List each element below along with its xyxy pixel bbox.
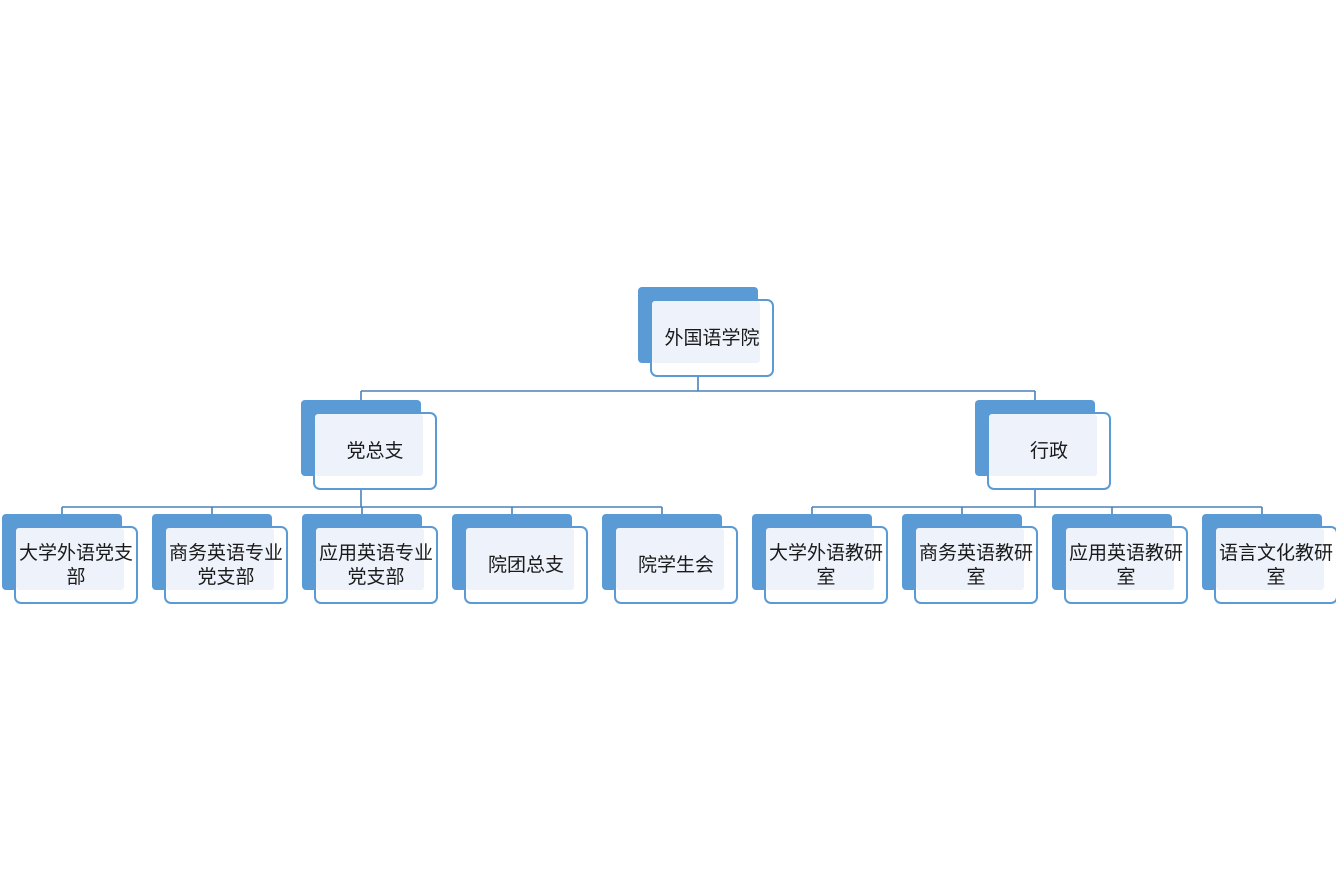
node-inner-panel: [316, 528, 424, 590]
node-leaf-0-1: 商务英语专业党支部: [152, 514, 288, 604]
node-inner-panel: [616, 528, 724, 590]
node-leaf-0-2: 应用英语专业党支部: [302, 514, 438, 604]
node-label: 应用英语教研室: [1068, 542, 1183, 588]
node-label: 应用英语专业党支部: [318, 542, 433, 588]
node-level1-1: 行政: [975, 400, 1111, 490]
node-label: 语言文化教研室: [1218, 542, 1333, 588]
node-leaf-1-2: 应用英语教研室: [1052, 514, 1188, 604]
node-inner-panel: [1066, 528, 1174, 590]
node-label: 大学外语教研室: [768, 542, 883, 588]
node-label: 外国语学院: [664, 327, 760, 349]
node-label: 商务英语专业党支部: [168, 542, 283, 588]
node-label: 大学外语党支部: [18, 542, 133, 588]
node-label: 商务英语教研室: [918, 542, 1033, 588]
node-leaf-0-3: 院团总支: [452, 514, 588, 604]
node-leaf-0-0: 大学外语党支部: [2, 514, 138, 604]
node-leaf-0-4: 院学生会: [602, 514, 738, 604]
node-inner-panel: [16, 528, 124, 590]
node-label: 院团总支: [487, 554, 564, 576]
node-inner-panel: [916, 528, 1024, 590]
node-label: 院学生会: [637, 554, 714, 576]
node-leaf-1-3: 语言文化教研室: [1202, 514, 1336, 604]
node-root: 外国语学院: [638, 287, 774, 377]
node-inner-panel: [315, 414, 423, 476]
node-inner-panel: [166, 528, 274, 590]
node-label: 行政: [1029, 440, 1068, 462]
node-inner-panel: [766, 528, 874, 590]
node-inner-panel: [1216, 528, 1324, 590]
node-leaf-1-1: 商务英语教研室: [902, 514, 1038, 604]
node-inner-panel: [652, 301, 760, 363]
node-inner-panel: [989, 414, 1097, 476]
node-inner-panel: [466, 528, 574, 590]
node-label: 党总支: [346, 440, 404, 462]
node-level1-0: 党总支: [301, 400, 437, 490]
node-leaf-1-0: 大学外语教研室: [752, 514, 888, 604]
